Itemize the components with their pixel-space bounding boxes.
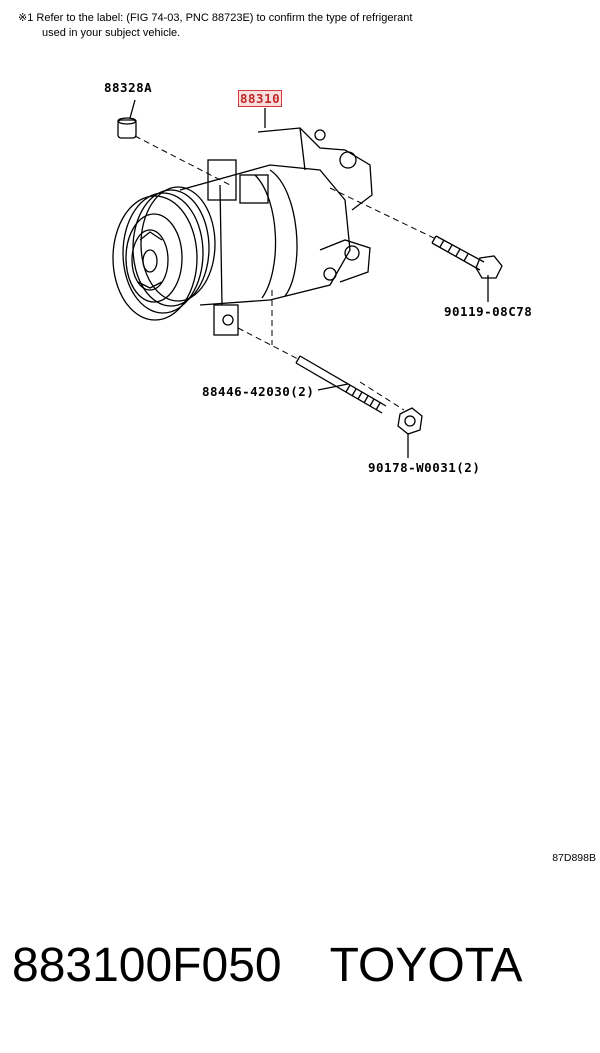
pulley [112,186,216,321]
diagram-code: 87D898B [552,852,596,864]
stud-88446-42030 [295,355,387,414]
callout-88310-highlighted[interactable]: 88310 [238,90,283,107]
bolt-90119-08C78 [431,235,503,279]
part-number: 883100F050 [12,939,282,992]
brand-name: TOYOTA [329,939,523,992]
callout-90178-W0031: 90178-W0031(2) [368,460,481,475]
callout-90119-08C78: 90119-08C78 [444,304,533,319]
callout-88328A: 88328A [104,80,153,95]
note-line-1: ※1 Refer to the label: (FIG 74-03, PNC 8… [18,12,413,24]
compressor-body [179,127,373,336]
leader-lines [134,135,439,411]
note-line-2: used in your subject vehicle. [42,27,181,39]
callout-88446-42030: 88446-42030(2) [202,384,315,399]
footer-caption: 883100F050 TOYOTA [12,938,523,993]
pin-88328A [117,117,137,139]
refrigerant-note: ※1 Refer to the label: (FIG 74-03, PNC 8… [18,11,578,41]
nut-90178-W0031 [397,407,423,435]
